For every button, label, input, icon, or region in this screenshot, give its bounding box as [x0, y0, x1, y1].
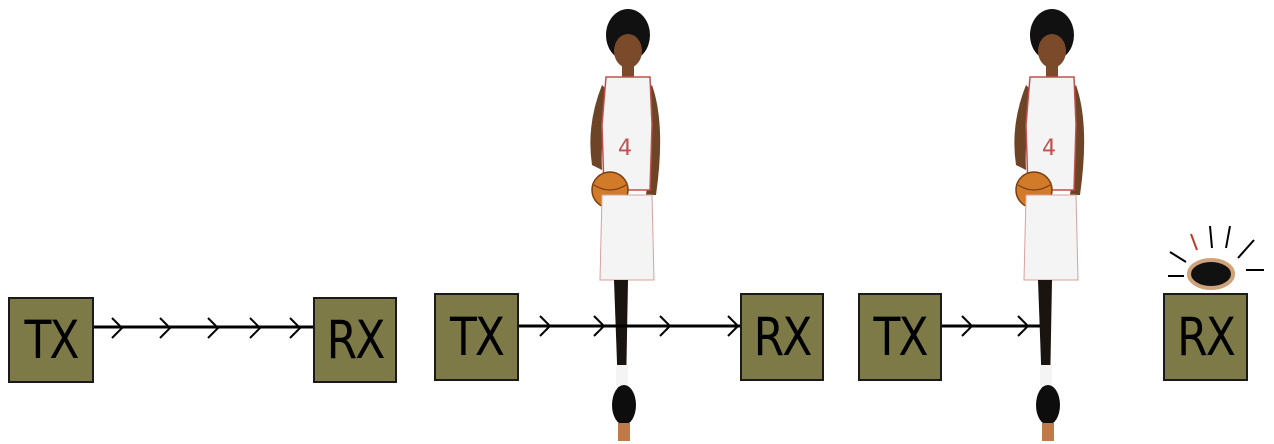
- rx-label: RX: [753, 306, 813, 368]
- svg-text:4: 4: [618, 136, 632, 161]
- rx-box-1: RX: [313, 297, 397, 383]
- rx-box-2: RX: [740, 293, 824, 381]
- tx-box-1: TX: [8, 297, 94, 383]
- rx-box-3: RX: [1163, 293, 1248, 381]
- tx-box-2: TX: [434, 293, 519, 381]
- chevron-right-icon: [539, 315, 740, 337]
- tx-label: TX: [873, 306, 928, 368]
- svg-text:4: 4: [1042, 136, 1056, 161]
- tx-box-3: TX: [858, 293, 942, 381]
- tx-label: TX: [24, 309, 79, 371]
- tx-label: TX: [449, 306, 505, 368]
- rx-label: RX: [326, 309, 386, 371]
- rx-label: RX: [1177, 306, 1236, 368]
- chevron-right-icon: [111, 317, 302, 339]
- chevron-right-icon: [961, 315, 1030, 337]
